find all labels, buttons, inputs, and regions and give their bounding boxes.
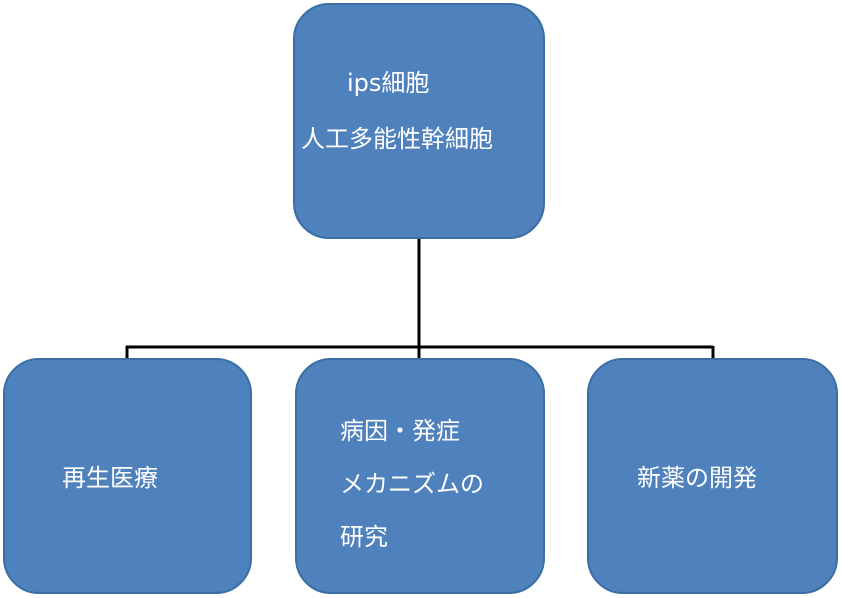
child-node-regenerative-medicine: 再生医療 <box>3 358 252 594</box>
root-node-label-line-1: ips細胞 <box>347 69 430 97</box>
child-node-disease-mechanism-research: 病因・発症 メカニズムの 研究 <box>295 358 545 594</box>
child-node-2-label-line-3: 研究 <box>340 523 388 551</box>
root-node-ips-cells: ips細胞 人工多能性幹細胞 <box>293 3 545 239</box>
child-node-2-label-line-2: メカニズムの <box>340 470 484 498</box>
child-node-new-drug-development: 新薬の開発 <box>587 358 838 594</box>
child-node-3-label: 新薬の開発 <box>637 464 757 492</box>
child-node-1-label: 再生医療 <box>62 464 158 492</box>
root-node-label-line-2: 人工多能性幹細胞 <box>301 125 493 153</box>
child-node-2-label-line-1: 病因・発症 <box>340 417 460 445</box>
